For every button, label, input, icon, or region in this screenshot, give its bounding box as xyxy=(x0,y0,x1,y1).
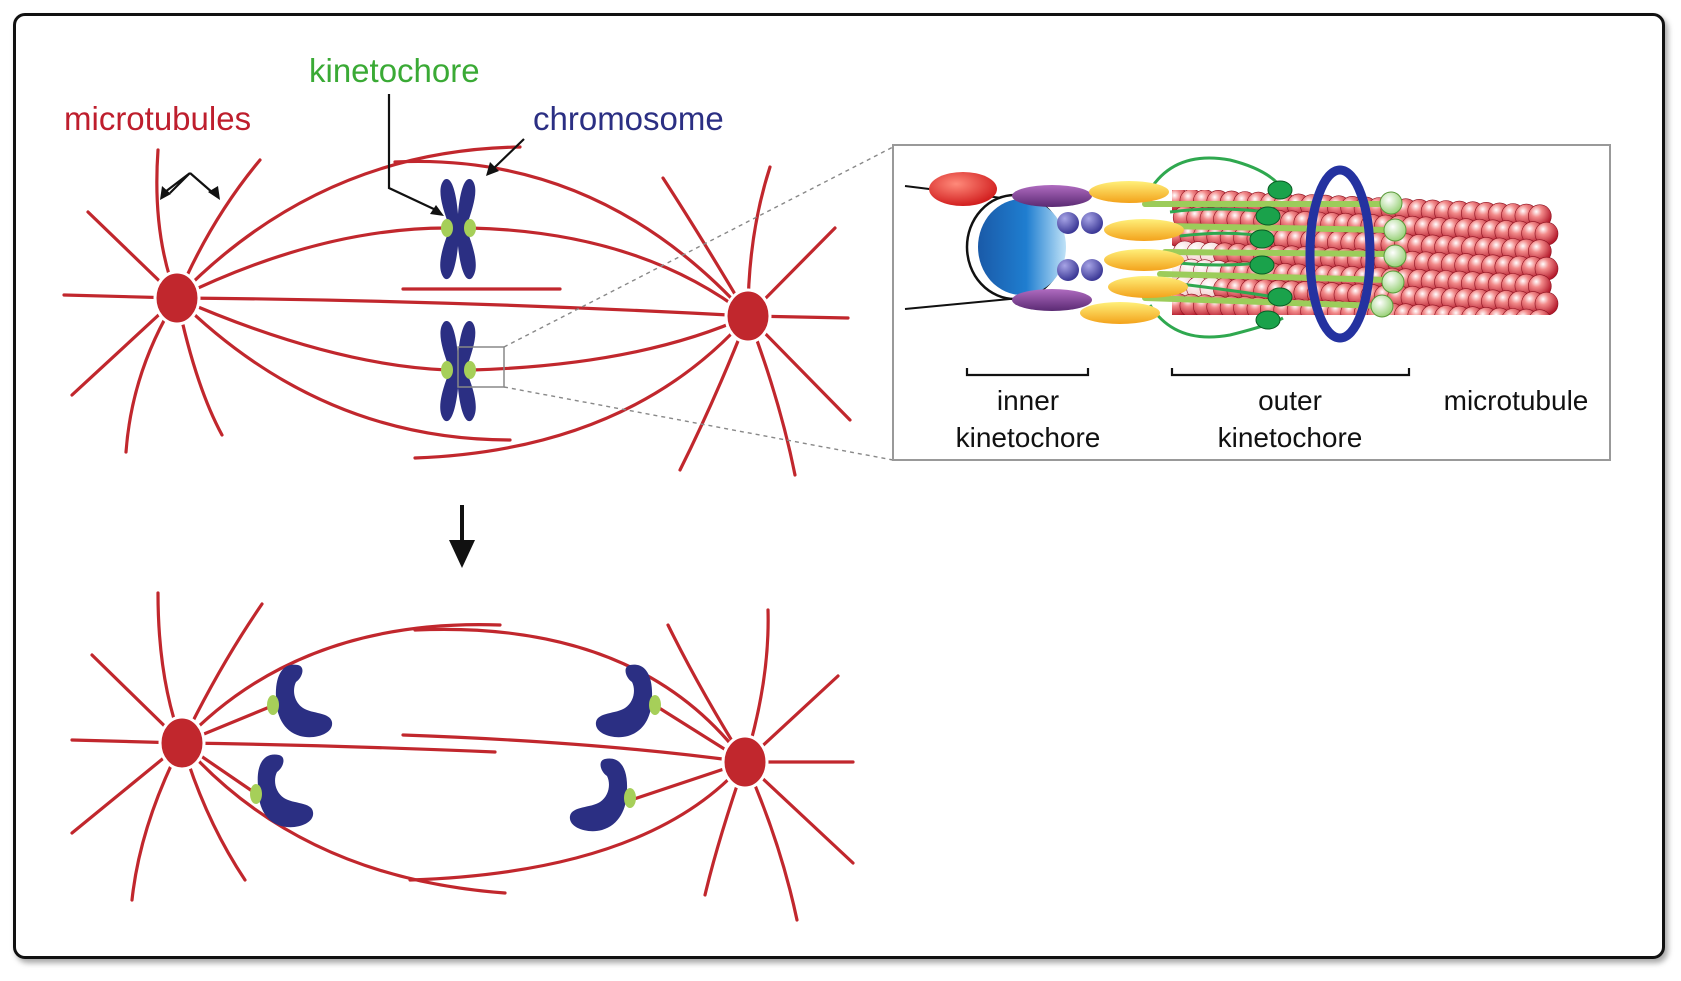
chromosome-label: chromosome xyxy=(533,100,724,137)
tubulin-bead xyxy=(1534,291,1559,315)
kinetochore-label: kinetochore xyxy=(309,52,480,89)
anaphase-chromatids xyxy=(257,664,653,832)
anaphase-kinetochores xyxy=(250,695,661,808)
inner-kinetochore-label-line2: kinetochore xyxy=(956,422,1101,453)
zoom-line-bottom xyxy=(503,386,894,461)
microtubule-label: microtubule xyxy=(1444,385,1589,416)
left-spindle-pole xyxy=(153,270,201,326)
outer-kinetochore-label-line1: outer xyxy=(1258,385,1322,416)
zoom-line-top xyxy=(503,146,894,348)
outer-kinetochore-proteins xyxy=(1080,156,1407,343)
inner-kinetochore-label-line1: inner xyxy=(997,385,1059,416)
anaphase-spindle xyxy=(70,591,855,922)
transition-arrow xyxy=(449,505,475,568)
outer-kinetochore-label-line2: kinetochore xyxy=(1218,422,1363,453)
microtubules-label: microtubules xyxy=(64,100,251,137)
metaphase-chromosome-upper xyxy=(440,179,476,280)
tubulin-bead xyxy=(1529,309,1550,315)
anaphase-right-pole xyxy=(721,734,769,790)
inset-brackets xyxy=(965,368,1411,377)
inner-kinetochore-proteins xyxy=(904,172,1103,311)
right-spindle-pole xyxy=(724,288,772,344)
anaphase-left-pole xyxy=(158,715,206,771)
zoom-box xyxy=(457,346,505,388)
